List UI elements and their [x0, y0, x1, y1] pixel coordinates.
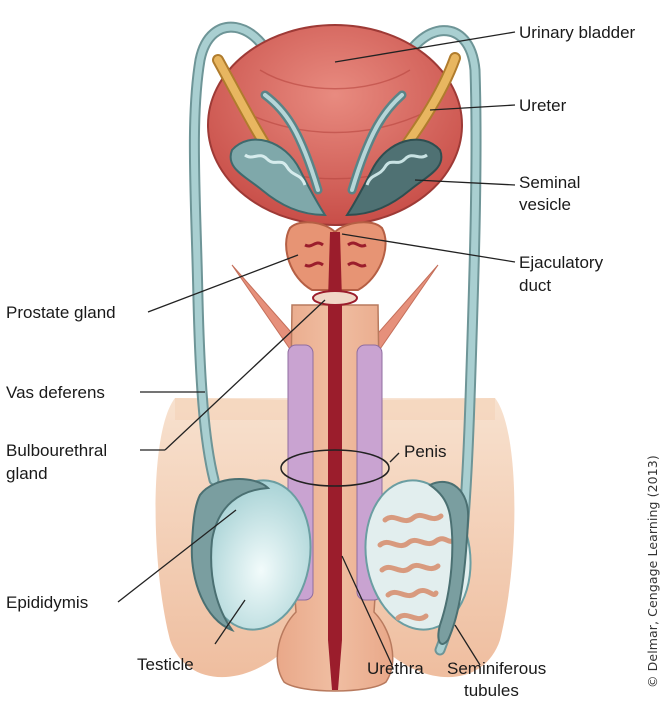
- label-vas-deferens: Vas deferens: [6, 382, 105, 403]
- muscle-left: [232, 265, 298, 352]
- label-prostate-gland: Prostate gland: [6, 302, 116, 323]
- bulbourethral-gland: [313, 291, 357, 305]
- label-ejaculatory-duct-line1: Ejaculatory: [519, 252, 603, 273]
- label-seminal-vesicle-line2: vesicle: [519, 194, 571, 215]
- label-seminiferous-tubules-line1: Seminiferous: [447, 658, 546, 679]
- copyright-credit: © Delmar, Cengage Learning (2013): [645, 455, 660, 688]
- label-ureter: Ureter: [519, 95, 566, 116]
- label-ejaculatory-duct-line2: duct: [519, 275, 551, 296]
- label-bulbourethral-gland-line2: gland: [6, 463, 48, 484]
- label-penis: Penis: [404, 441, 447, 462]
- muscle-right: [372, 265, 438, 352]
- label-testicle: Testicle: [137, 654, 194, 675]
- label-bulbourethral-gland-line1: Bulbourethral: [6, 440, 107, 461]
- label-epididymis: Epididymis: [6, 592, 88, 613]
- label-seminiferous-tubules-line2: tubules: [464, 680, 519, 701]
- label-urethra: Urethra: [367, 658, 424, 679]
- label-urinary-bladder: Urinary bladder: [519, 22, 635, 43]
- label-seminal-vesicle-line1: Seminal: [519, 172, 580, 193]
